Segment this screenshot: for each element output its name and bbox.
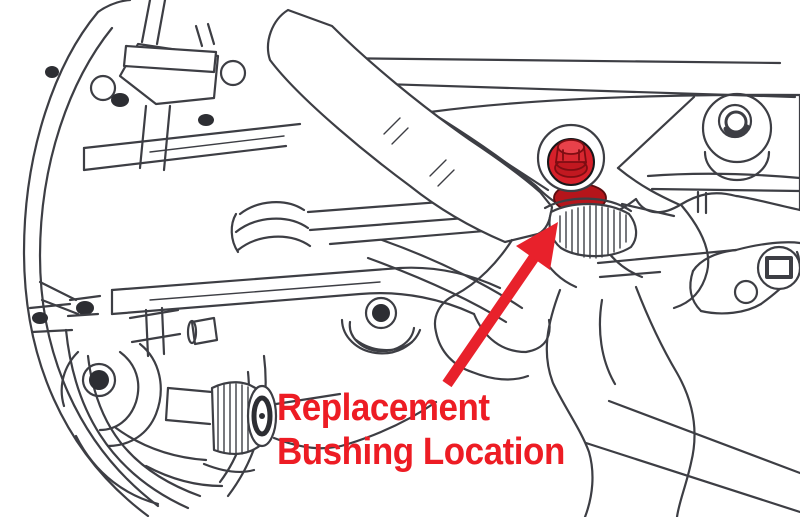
bolt-head	[76, 301, 94, 315]
chassis-bracket	[584, 241, 800, 514]
annotation-arrow	[442, 222, 558, 388]
subframe	[428, 92, 800, 219]
trailing-arm-bushing	[164, 381, 438, 456]
subframe-mount-bushing	[701, 92, 773, 164]
bolt-head	[111, 93, 129, 107]
annotation-line-2: Bushing Location	[277, 431, 565, 473]
hub-bolt	[89, 370, 109, 390]
strut-mount-bracket	[45, 0, 247, 172]
upper-lateral-arm	[82, 122, 302, 172]
annotation-line-1: Replacement	[277, 387, 490, 429]
replacement-bushing	[536, 123, 638, 259]
ball-joint	[372, 304, 390, 322]
bracket-bolt	[765, 256, 793, 279]
annotation-label: Replacement Bushing Location	[277, 386, 565, 474]
hub-knuckle	[28, 280, 219, 448]
serrated-cam-washer	[548, 202, 638, 258]
bolt-head	[45, 66, 59, 78]
bolt-head	[198, 114, 214, 126]
bracket-hole	[733, 279, 759, 305]
arrow-head	[516, 222, 558, 270]
exhaust-pipe	[433, 204, 710, 517]
bolt-head	[32, 312, 48, 324]
